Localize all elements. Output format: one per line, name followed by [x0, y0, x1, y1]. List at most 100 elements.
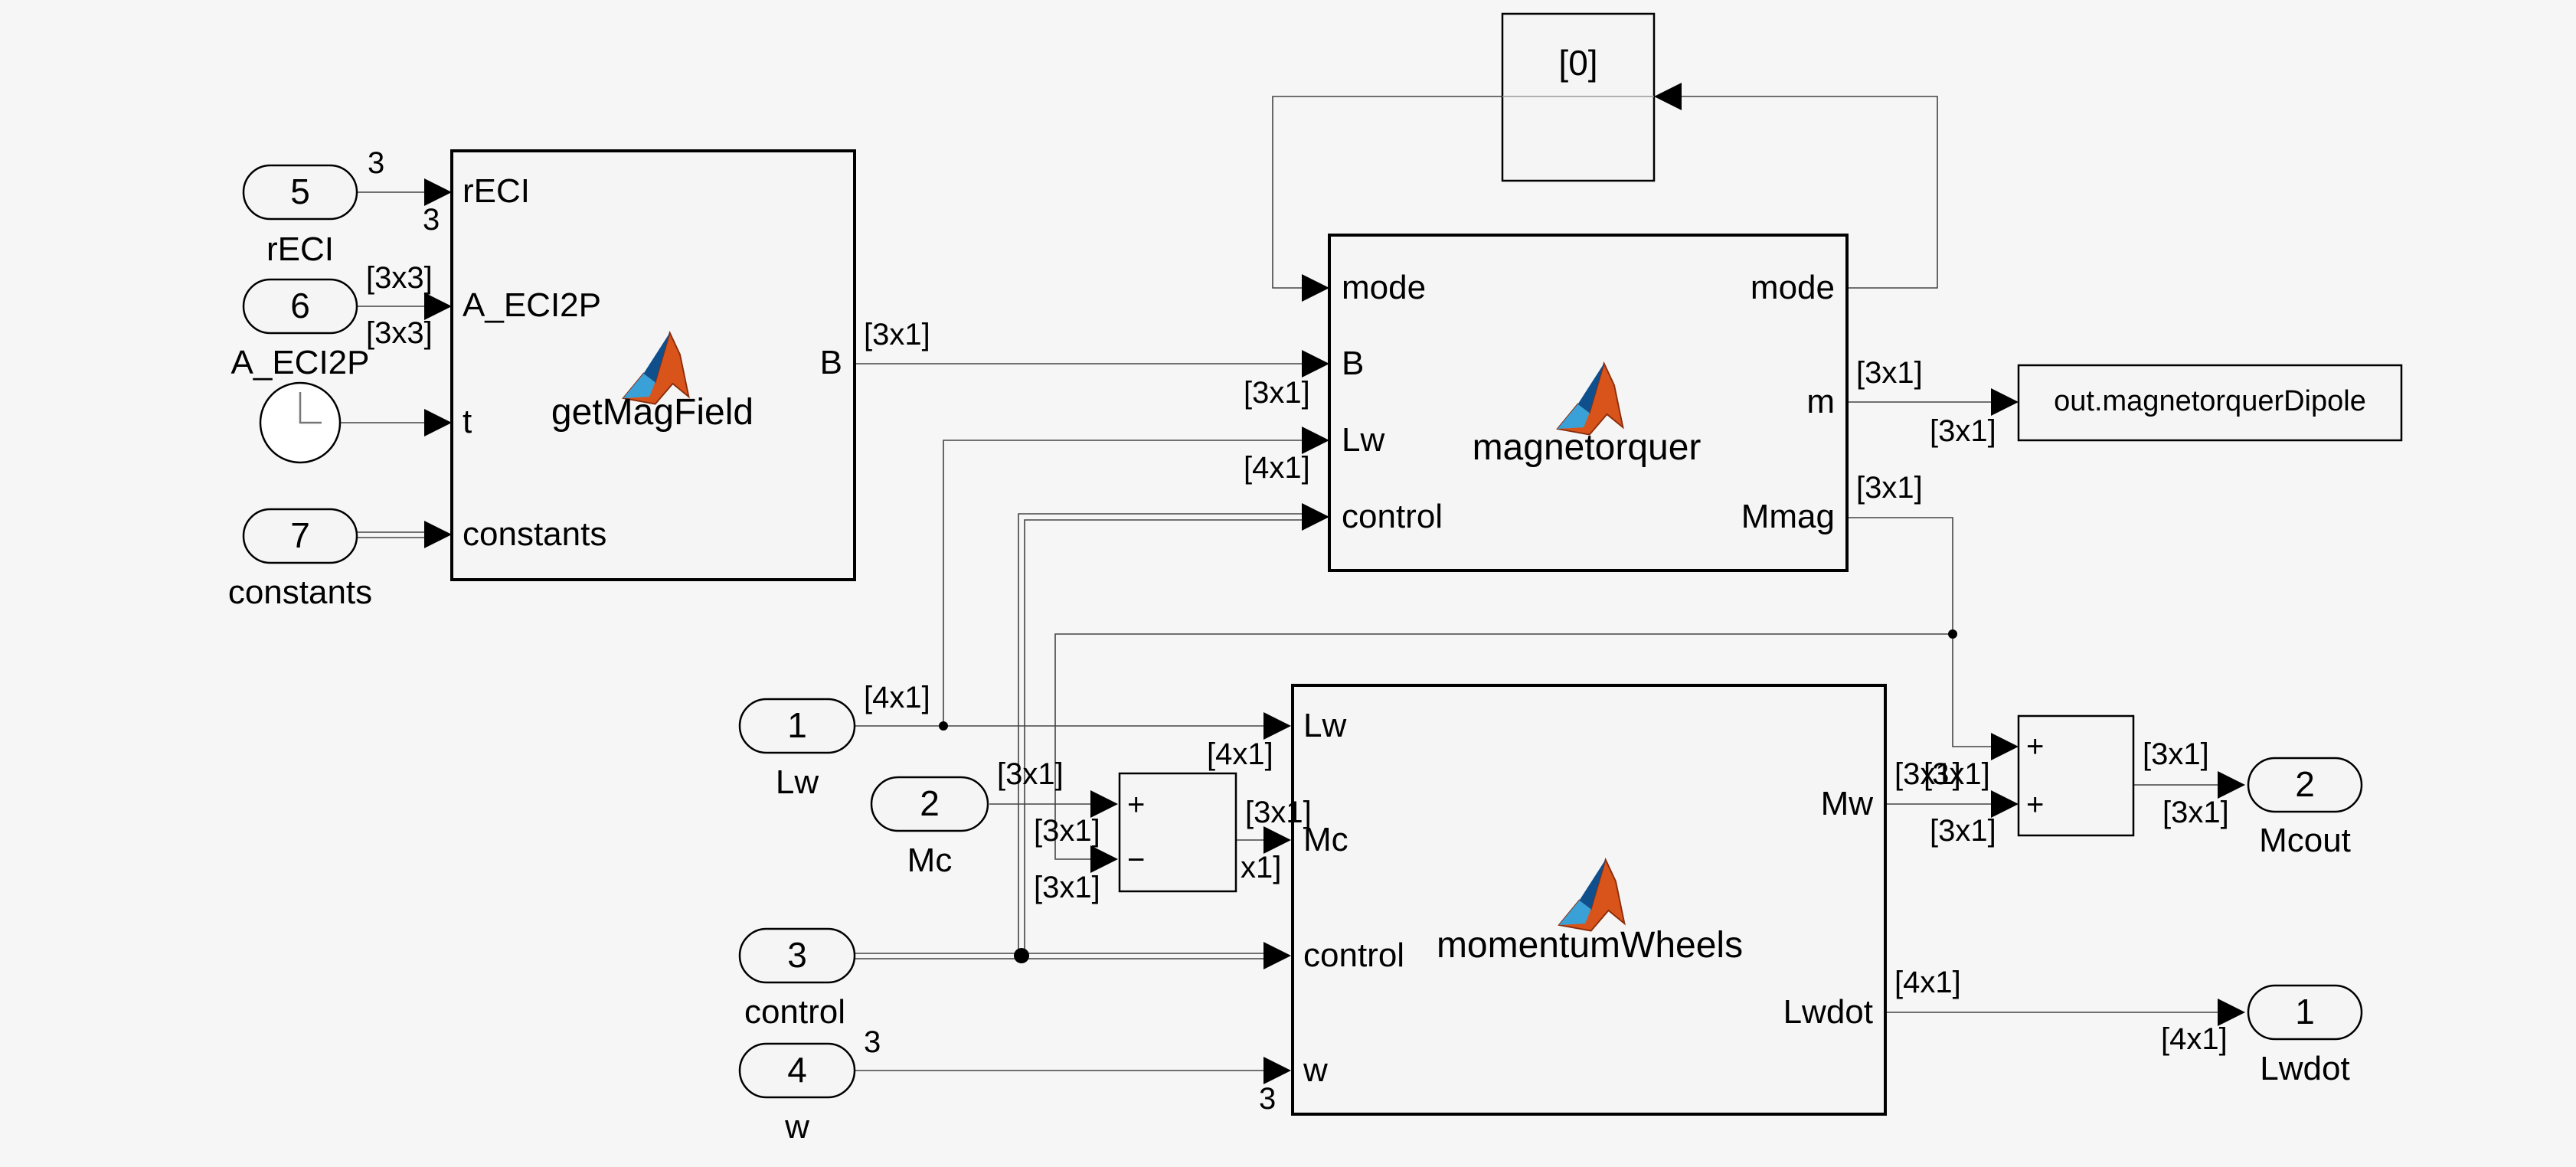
- inport-w[interactable]: 4 w: [738, 1042, 856, 1146]
- inport-label: control: [744, 993, 845, 1031]
- inport-label: constants: [228, 574, 372, 611]
- wire-mmag-to-subtract[interactable]: [1054, 517, 1953, 860]
- add-block[interactable]: + +: [2017, 714, 2135, 837]
- inport-label: w: [784, 1108, 809, 1146]
- dim-label: [4x1]: [1207, 737, 1273, 771]
- dim-label: [3x1]: [1034, 814, 1100, 848]
- dim-label: [4x1]: [864, 681, 930, 714]
- arrow-head: [1263, 712, 1291, 740]
- to-workspace-block[interactable]: out.magnetorquerDipole: [2017, 364, 2403, 442]
- port-label-b-in: B: [1342, 345, 1364, 382]
- outport-lwdot[interactable]: 1 Lwdot: [2247, 984, 2363, 1087]
- sign-minus: −: [1127, 843, 1145, 877]
- arrow-head: [2218, 771, 2245, 799]
- wire-control-branch[interactable]: [1024, 519, 1317, 956]
- port-label-mmag-out: Mmag: [1741, 498, 1835, 535]
- port-label-control-in: control: [1342, 498, 1443, 535]
- dim-label: 3: [368, 146, 384, 180]
- dim-label: x1]: [1241, 851, 1281, 884]
- wire-mode-in[interactable]: [1272, 96, 1502, 289]
- inport-a-eci2p[interactable]: 6 A_ECI2P: [231, 278, 370, 381]
- inport-mc[interactable]: 2 Mc: [870, 776, 989, 879]
- arrow-head: [1263, 1057, 1291, 1084]
- block-name: magnetorquer: [1473, 427, 1702, 468]
- dim-label: [3x1]: [1924, 757, 1990, 791]
- inport-constants[interactable]: 7 constants: [228, 508, 372, 611]
- inport-number: 4: [787, 1050, 807, 1090]
- inport-number: 5: [290, 172, 310, 211]
- arrow-head: [1090, 845, 1118, 873]
- memory-block[interactable]: [0]: [1501, 12, 1656, 182]
- signal-lines: [340, 83, 2245, 1084]
- inport-label: rECI: [266, 230, 334, 268]
- sign-plus: +: [1127, 788, 1145, 822]
- wire-mmag-to-add[interactable]: [1952, 634, 2003, 747]
- port-label-a-eci2p: A_ECI2P: [463, 286, 601, 324]
- clock-block[interactable]: [259, 381, 342, 464]
- port-label-w-in: w: [1303, 1051, 1328, 1089]
- outport-mcout[interactable]: 2 Mcout: [2247, 757, 2363, 859]
- dim-label: [3x1]: [1856, 356, 1923, 390]
- dim-label: 3: [423, 203, 440, 237]
- momentumwheels-block[interactable]: Lw Mc control w Mw Lwdot momentumWheels: [1291, 684, 1887, 1116]
- dim-label: 3: [864, 1025, 881, 1059]
- inport-label: A_ECI2P: [231, 344, 370, 381]
- arrow-head: [1302, 274, 1329, 302]
- dim-label: [4x1]: [1894, 966, 1961, 999]
- clock-icon: [299, 392, 322, 424]
- inport-reci[interactable]: 5 rECI: [242, 164, 358, 268]
- arrow-head: [1263, 942, 1291, 969]
- inport-lw[interactable]: 1 Lw: [738, 698, 856, 801]
- dim-label: [3x1]: [1244, 376, 1310, 410]
- inport-number: 7: [290, 515, 310, 555]
- signal-dimension-labels: 3 3 [3x3] [3x3] [3x1] [3x1] [4x1] [3x1] …: [366, 146, 2229, 1116]
- to-workspace-variable: out.magnetorquerDipole: [2054, 385, 2366, 417]
- dim-label: [3x1]: [1034, 871, 1100, 904]
- arrow-head: [1991, 790, 2019, 818]
- magnetorquer-block[interactable]: mode B Lw control mode m Mmag magnetorqu…: [1328, 234, 1849, 572]
- sign-plus: +: [2026, 788, 2044, 822]
- dim-label: [3x1]: [1245, 796, 1312, 829]
- outport-label: Lwdot: [2260, 1050, 2349, 1087]
- port-label-m-out: m: [1806, 383, 1835, 420]
- arrow-head: [424, 409, 452, 436]
- port-label-mode-out: mode: [1751, 269, 1835, 306]
- port-label-mode-in: mode: [1342, 269, 1426, 306]
- inport-number: 3: [787, 935, 807, 975]
- inport-number: 6: [290, 286, 310, 325]
- arrow-head: [1263, 826, 1291, 854]
- wire-lw-branch[interactable]: [943, 440, 1317, 726]
- dim-label: [3x3]: [366, 261, 433, 295]
- inport-label: Mc: [907, 842, 953, 879]
- memory-initial-value: [0]: [1558, 43, 1597, 83]
- dim-label: [3x1]: [1930, 814, 1996, 848]
- arrow-head: [1090, 790, 1118, 818]
- dim-label: [3x1]: [1856, 471, 1923, 505]
- outport-label: Mcout: [2259, 822, 2351, 859]
- getmagfield-block[interactable]: rECI A_ECI2P t constants B getMagField: [450, 149, 856, 581]
- sign-plus: +: [2026, 730, 2044, 763]
- block-name: momentumWheels: [1437, 925, 1743, 966]
- port-label-lwdot-out: Lwdot: [1783, 993, 1873, 1031]
- arrow-head: [424, 293, 452, 320]
- inport-number: 1: [787, 705, 807, 745]
- branch-point: [1014, 948, 1029, 963]
- port-label-b: B: [820, 344, 842, 381]
- inport-control[interactable]: 3 control: [738, 927, 856, 1031]
- inport-number: 2: [920, 783, 940, 823]
- arrow-head: [424, 521, 452, 548]
- arrow-head: [424, 178, 452, 206]
- branch-point: [1948, 629, 1957, 639]
- dim-label: [4x1]: [1244, 451, 1310, 485]
- arrow-head: [1991, 388, 2019, 416]
- port-label-mc-in: Mc: [1303, 821, 1348, 858]
- port-label-lw-in: Lw: [1303, 707, 1346, 744]
- subtract-block[interactable]: + −: [1118, 772, 1237, 893]
- arrow-head: [1302, 427, 1329, 454]
- port-label-mw-out: Mw: [1821, 785, 1874, 822]
- port-label-control-in: control: [1303, 937, 1404, 974]
- wire-mode-feedback[interactable]: [1666, 96, 1938, 289]
- dim-label: [3x1]: [997, 757, 1064, 791]
- outport-number: 2: [2295, 764, 2315, 804]
